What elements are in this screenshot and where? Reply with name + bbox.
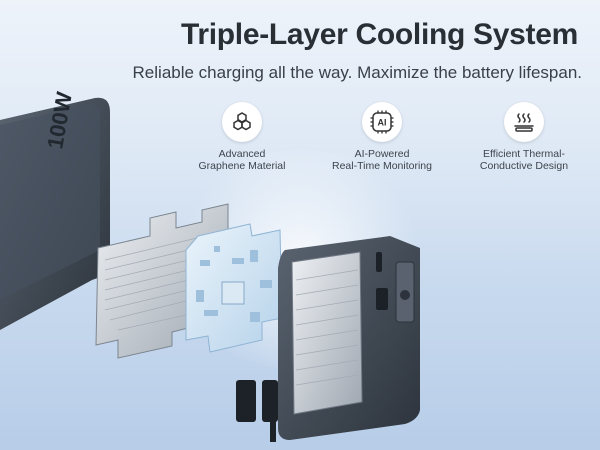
circuit-board-layer (185, 223, 283, 353)
plug-prongs (236, 380, 278, 442)
ai-chip-icon: AI (362, 102, 402, 142)
feature-graphene: Advanced Graphene Material (172, 102, 312, 172)
feature-label-thermal: Efficient Thermal- Conductive Design (479, 148, 569, 172)
charger-housing (278, 236, 420, 440)
ai-badge-text: AI (378, 118, 387, 128)
usb-a-port (376, 288, 388, 310)
page-subtitle: Reliable charging all the way. Maximize … (132, 63, 582, 82)
usb-c-port (376, 252, 382, 272)
feature-label-graphene: Advanced Graphene Material (198, 148, 286, 172)
page-title: Triple-Layer Cooling System (180, 18, 578, 51)
feature-label-ai: AI-Powered Real-Time Monitoring (332, 148, 432, 172)
feature-ai-monitoring: AI AI-Powered Real-Time Monitoring (312, 102, 452, 172)
feature-thermal: Efficient Thermal- Conductive Design (454, 102, 594, 172)
heat-waves-icon (504, 102, 544, 142)
battery-body-left: 100W (0, 90, 110, 331)
graphene-hexagon-icon (222, 102, 262, 142)
